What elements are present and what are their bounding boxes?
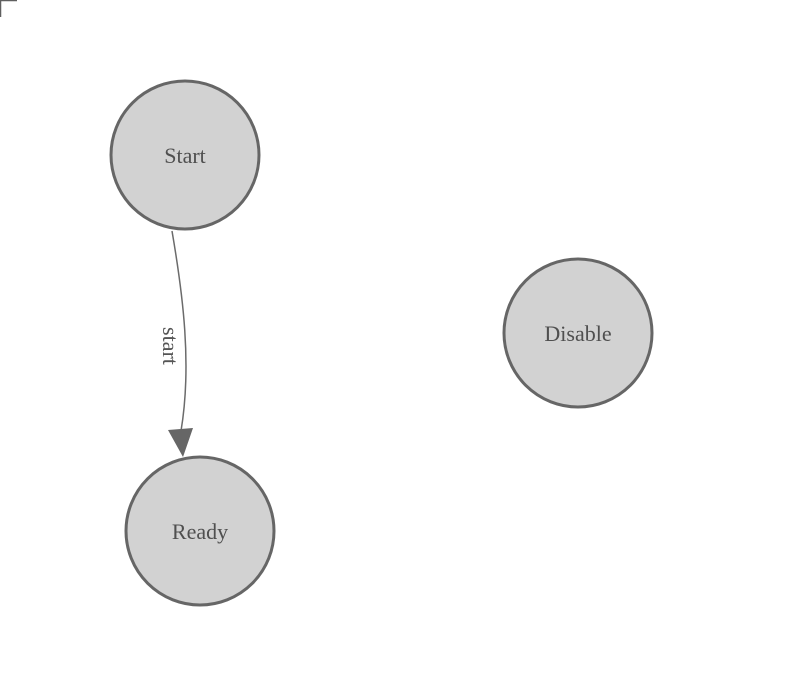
state-circle-start[interactable] — [109, 79, 261, 231]
state-circle-disable[interactable] — [502, 257, 654, 409]
transition-edge-path[interactable] — [171, 230, 187, 432]
state-node-disable[interactable]: Disable — [502, 257, 654, 409]
state-label-start: Start — [164, 143, 206, 168]
state-circle-ready[interactable] — [124, 455, 276, 607]
state-label-disable: Disable — [544, 321, 611, 346]
state-label-ready: Ready — [172, 519, 228, 544]
transition-edge-start-to-ready[interactable]: start — [158, 230, 193, 457]
canvas-origin-corner-mark — [0, 0, 17, 17]
transition-arrowhead-icon — [168, 428, 193, 457]
transition-edge-label: start — [158, 327, 183, 365]
state-node-start[interactable]: Start — [109, 79, 261, 231]
state-node-ready[interactable]: Ready — [124, 455, 276, 607]
